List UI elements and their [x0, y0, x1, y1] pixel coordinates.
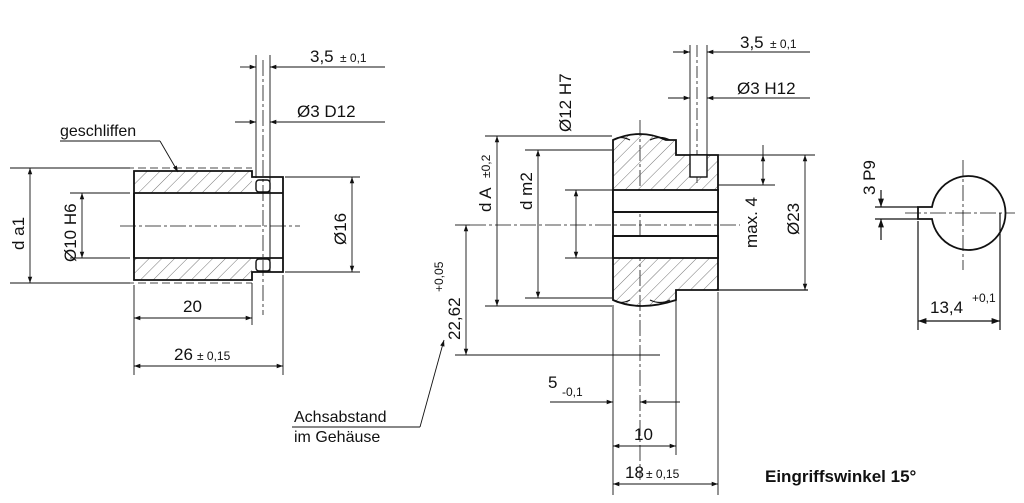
mid-dim-3-5: 3,5 — [740, 33, 764, 52]
label-bore-10-h6: Ø10 H6 — [61, 203, 80, 262]
label-dA-tolerance: ±0,2 — [479, 154, 493, 178]
label-bore-12-h7: Ø12 H7 — [556, 73, 575, 132]
pressure-angle-note: Eingriffswinkel 15° — [765, 467, 917, 486]
label-max-4: max. 4 — [742, 197, 761, 248]
dim-26: 26 — [174, 345, 193, 364]
dim-22-62-tolerance: +0,05 — [432, 261, 446, 292]
left-dimensions — [10, 55, 385, 375]
hub-end-view — [875, 160, 1015, 330]
dim-18-tolerance: ± 0,15 — [646, 467, 680, 481]
label-key-3-p9: 3 P9 — [860, 160, 879, 195]
ground-note: geschliffen — [60, 123, 136, 140]
label-da1: d a1 — [9, 217, 28, 250]
mid-hole-label: Ø3 H12 — [737, 79, 796, 98]
dim-13-4-tolerance: +0,1 — [972, 291, 996, 305]
label-dA: d A — [476, 187, 495, 212]
dim-5-tolerance: -0,1 — [562, 385, 583, 399]
center-distance-note-line2: im Gehäuse — [294, 429, 380, 446]
left-bushing-view — [120, 60, 300, 315]
center-distance-note-line1: Achsabstand — [294, 409, 387, 426]
dim-20: 20 — [183, 297, 202, 316]
left-hole-label: Ø3 D12 — [297, 102, 356, 121]
label-dm2: d m2 — [517, 172, 536, 210]
dim-13-4: 13,4 — [930, 298, 963, 317]
dim-26-tolerance: ± 0,15 — [197, 349, 231, 363]
dim-5: 5 — [548, 373, 557, 392]
left-dim-3-5-tolerance: ± 0,1 — [340, 51, 367, 65]
dim-10: 10 — [634, 425, 653, 444]
left-dim-3-5: 3,5 — [310, 47, 334, 66]
worm-wheel-section — [470, 45, 815, 480]
dim-22-62: 22,62 — [445, 297, 464, 340]
label-od-16: Ø16 — [331, 213, 350, 245]
label-od-23: Ø23 — [784, 203, 803, 235]
dim-18: 18 — [625, 463, 644, 482]
middle-dimensions — [292, 45, 810, 495]
mid-dim-3-5-tolerance: ± 0,1 — [770, 37, 797, 51]
